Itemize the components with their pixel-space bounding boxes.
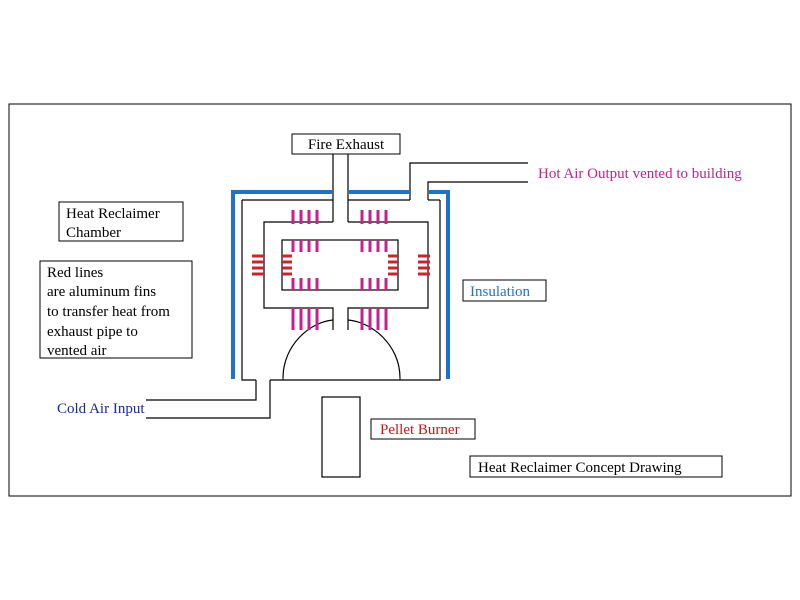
heat-reclaimer-chamber-label: Heat Reclaimer Chamber <box>66 206 163 241</box>
red-lines-note-line-4: exhaust pipe to <box>47 324 138 340</box>
fire-exhaust-box <box>291 133 401 155</box>
pellet-burner-box <box>370 418 476 440</box>
insulation-box <box>462 279 547 302</box>
pellet-burner-body <box>321 396 361 478</box>
exhaust-pipe <box>332 154 349 222</box>
heat-reclaimer-chamber-box <box>58 201 184 242</box>
exhaust-manifold <box>263 221 429 330</box>
concept-title-box <box>469 455 723 478</box>
hot-air-output-duct <box>409 162 528 200</box>
red-lines-note-line-5: vented air <box>47 343 107 359</box>
insulation-lines <box>231 190 450 379</box>
red-lines-note-line-1: Red lines <box>47 265 103 281</box>
chamber-outer-walls <box>146 199 441 419</box>
red-lines-note-line-3: to transfer heat from <box>47 304 170 320</box>
pellet-burner-label: Pellet Burner <box>380 422 460 438</box>
concept-title: Heat Reclaimer Concept Drawing <box>478 460 682 476</box>
cold-air-input-label: Cold Air Input <box>57 401 145 417</box>
insulation-label: Insulation <box>470 284 530 300</box>
diagram-frame <box>8 103 792 497</box>
red-lines-note-line-2: are aluminum fins <box>47 284 156 300</box>
heat-reclaimer-chamber-line-2: Chamber <box>66 225 121 241</box>
hot-air-output-label: Hot Air Output vented to building <box>538 166 742 182</box>
fire-exhaust-label: Fire Exhaust <box>308 137 385 153</box>
aluminum-fins <box>252 210 430 330</box>
red-lines-note-box <box>39 260 193 359</box>
burner-dome <box>282 319 401 379</box>
red-lines-note: Red lines are aluminum fins to transfer … <box>47 265 174 359</box>
heat-reclaimer-chamber-line-1: Heat Reclaimer <box>66 206 160 222</box>
